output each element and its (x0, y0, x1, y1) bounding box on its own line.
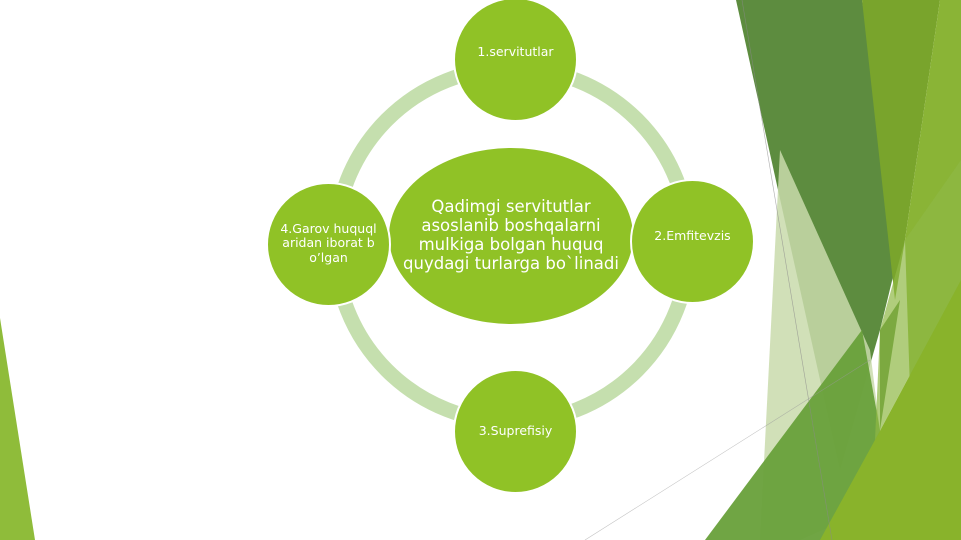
facet-bottom-right (820, 280, 961, 540)
node-right-label: 2.Emfitevzis (654, 228, 731, 244)
node-top-label: 1.servitutlar (477, 44, 554, 60)
center-node-label: Qadimgi servitutlar asoslanib boshqalarn… (403, 197, 619, 273)
facet-green-lower (705, 330, 880, 540)
node-suprefisiy: 3.Suprefisiy (453, 369, 578, 494)
decor-line-diagonal (584, 359, 871, 540)
node-garov: 4.Garov huquqlaridan iborat bo’lgan (266, 182, 391, 307)
node-left-label: 4.Garov huquqlaridan iborat bo’lgan (280, 220, 377, 265)
node-emfitevzis: 2.Emfitevzis (630, 179, 755, 304)
node-bottom-label: 3.Suprefisiy (478, 423, 553, 439)
node-servitutlar: 1.servitutlar (453, 0, 578, 122)
decor-line-vertical (741, 0, 833, 540)
facet-mid-green (862, 0, 940, 300)
left-wedge-shape (0, 318, 35, 540)
center-node: Qadimgi servitutlar asoslanib boshqalarn… (387, 146, 635, 326)
facet-right-overlay (875, 160, 961, 440)
